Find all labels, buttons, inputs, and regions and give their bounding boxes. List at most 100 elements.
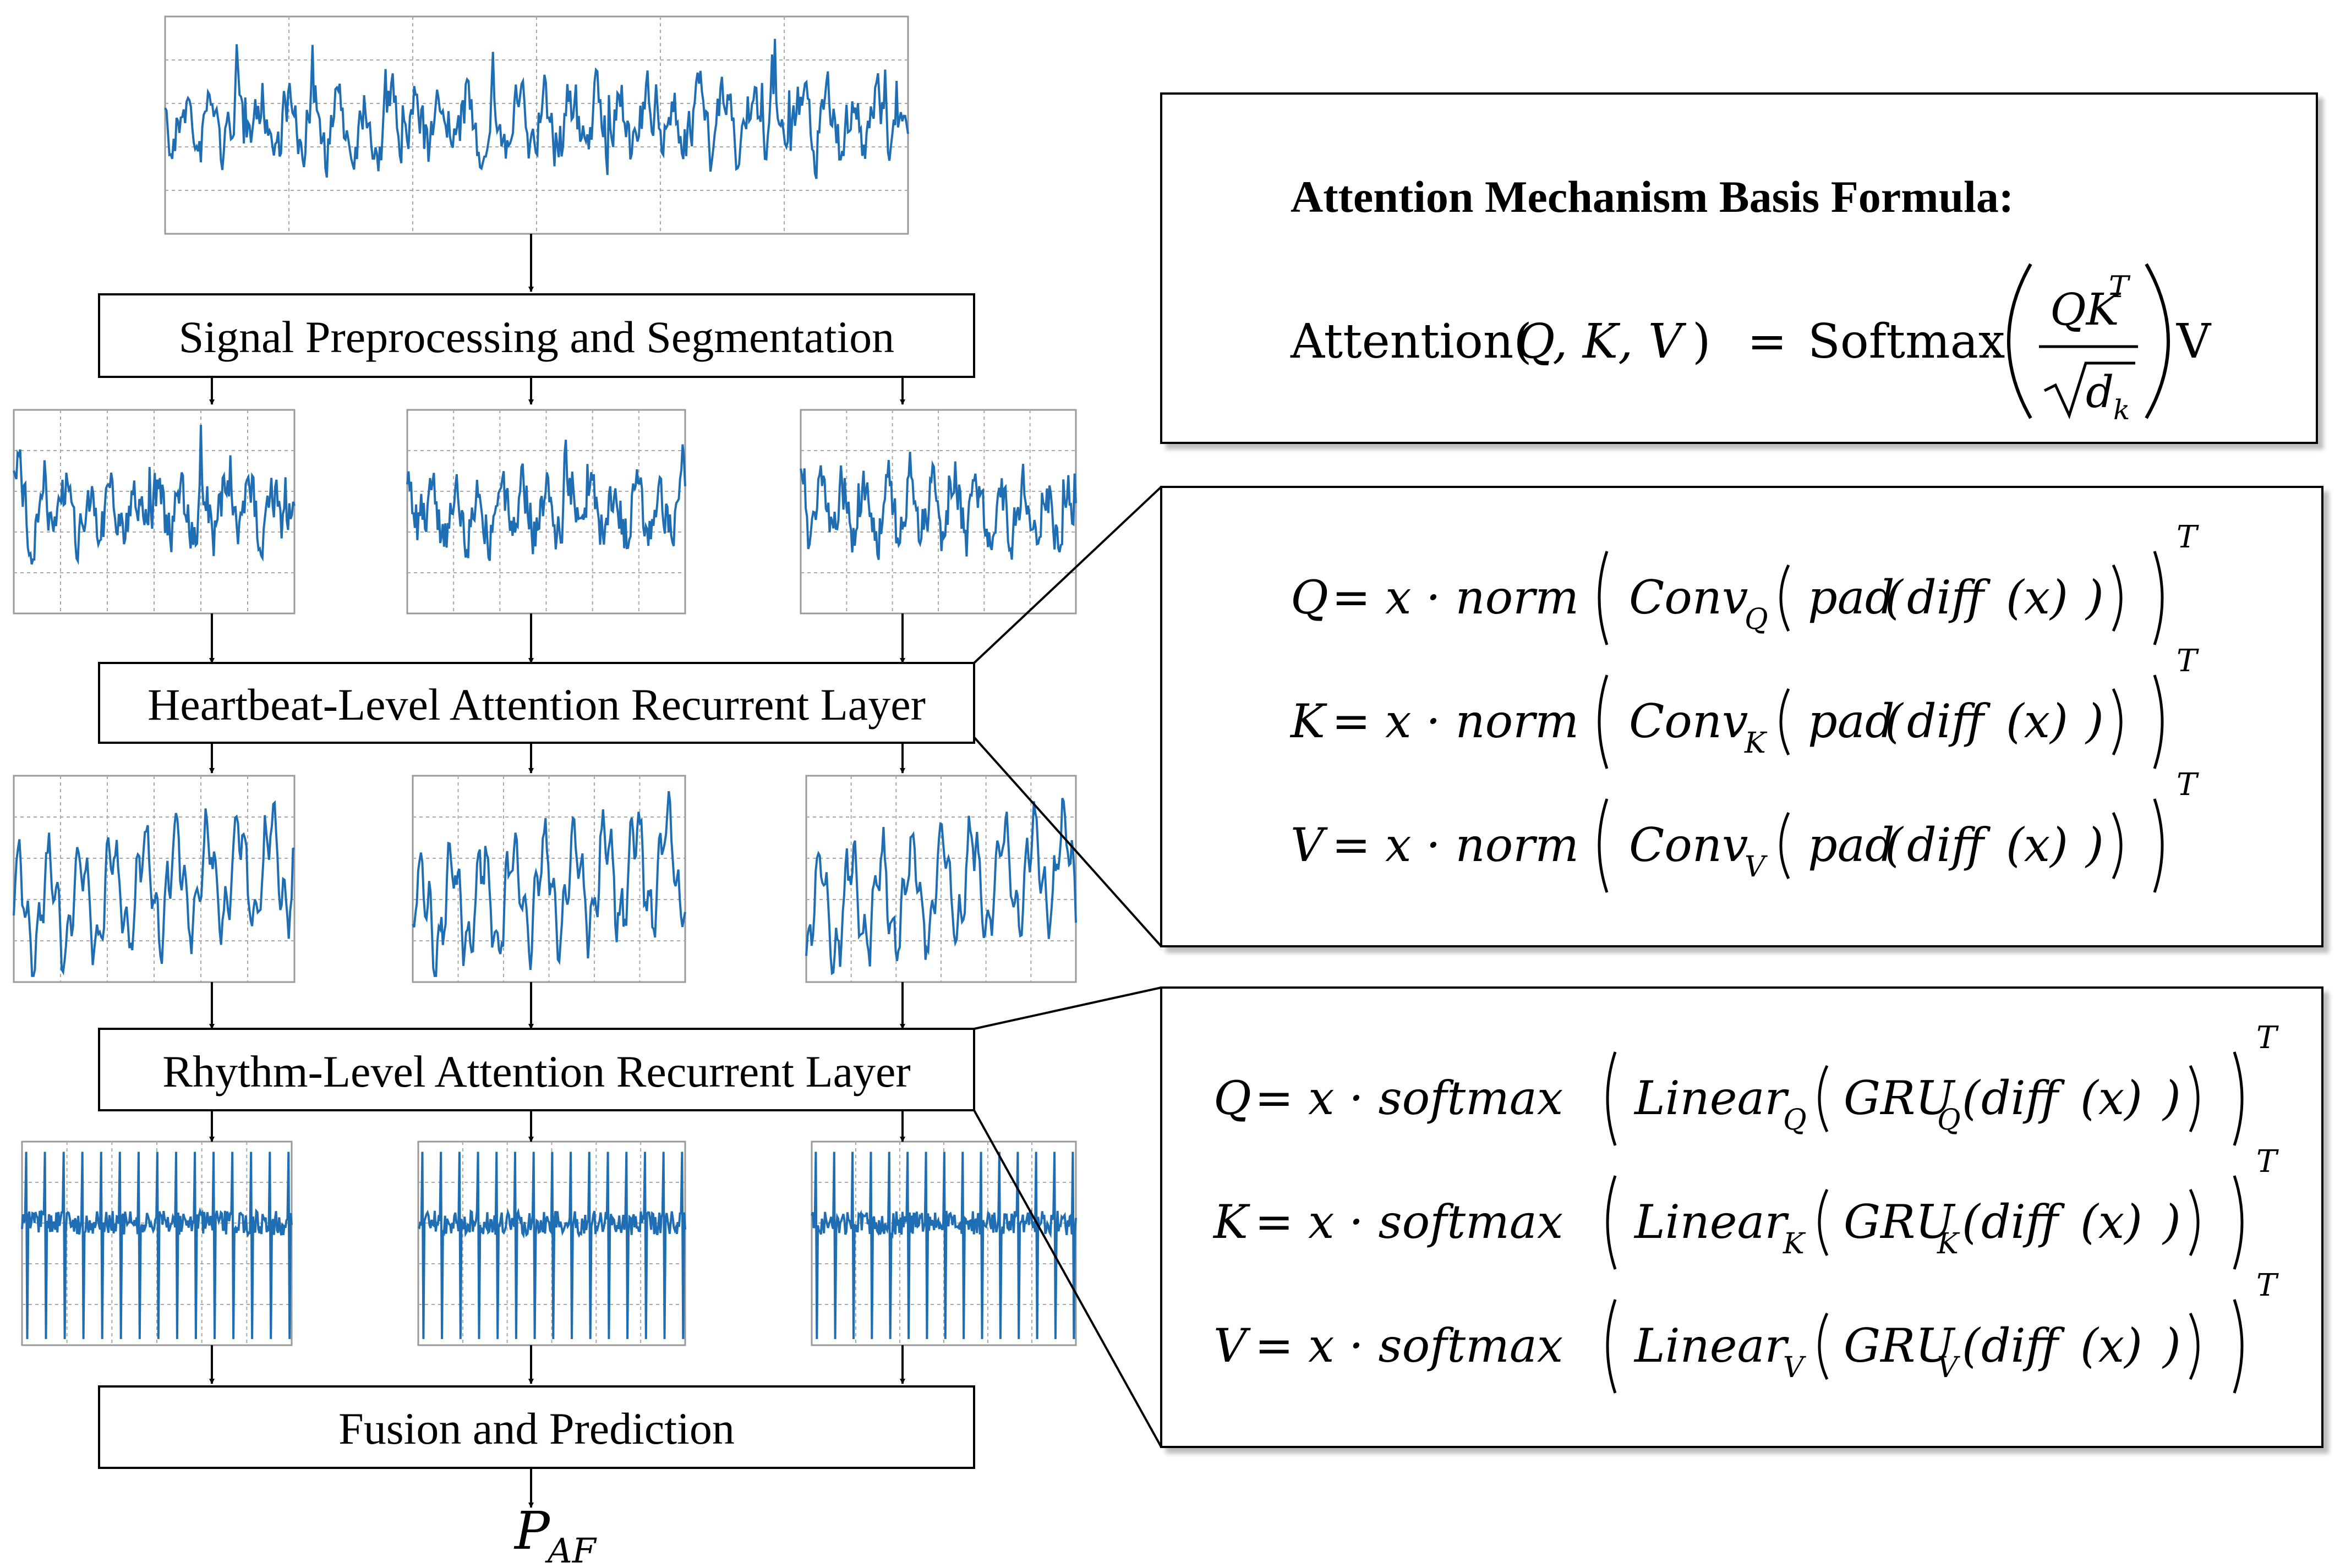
formula-conv: Conv	[1629, 694, 1748, 748]
formula-sup-t: T	[2177, 767, 2199, 803]
rhythm-plot-3	[811, 1141, 1077, 1346]
heartbeat-plot-1	[13, 775, 296, 983]
attention-eq: =	[1747, 314, 1787, 369]
formula-gru-sub: V	[1937, 1351, 1960, 1384]
attention-args: Q, K, V	[1516, 314, 1687, 369]
stage-box-fusion: Fusion and Prediction	[98, 1385, 975, 1469]
rhythm-formula-box	[1160, 986, 2323, 1448]
formula-linear-sub: K	[1783, 1227, 1806, 1260]
formula-sup-t: T	[2256, 1144, 2279, 1180]
stage-box-heartbeat: Heartbeat-Level Attention Recurrent Laye…	[98, 662, 975, 744]
ecg-plot-panels	[13, 15, 1077, 1346]
attention-lhs: Attention(	[1290, 314, 1532, 369]
paren-open-outer	[1606, 1175, 1617, 1270]
paren-close-outer	[2153, 675, 2164, 769]
callout-lines	[973, 486, 1162, 1448]
formula-paren-close: )	[2085, 818, 2104, 872]
formula-diff: diff	[1907, 694, 1991, 748]
formula-lhs: K	[1289, 694, 1327, 748]
formula-arg: (x)	[2006, 571, 2068, 624]
formula-paren: (	[1885, 571, 1904, 624]
paren-open-pad	[1779, 812, 1790, 880]
paren-close-outer	[2233, 1175, 2244, 1270]
attention-denominator: d	[2086, 366, 2114, 418]
paren-close-outer	[2153, 798, 2164, 893]
formula-linear: Linear	[1633, 1319, 1790, 1373]
output-pae: P AF	[513, 1501, 597, 1568]
formula-eq-softmax: = x · softmax	[1255, 1071, 1563, 1125]
segment-plot-1	[13, 409, 296, 615]
stage-box-preprocess: Signal Preprocessing and Segmentation	[98, 293, 975, 378]
paren-close-gru	[2189, 1312, 2200, 1380]
paren-close-outer	[2233, 1051, 2244, 1146]
ecg-trace	[13, 425, 296, 566]
callout-heartbeat-top	[973, 486, 1162, 664]
paren-close-outer	[2233, 1299, 2244, 1394]
formula-arg: (x)	[2006, 818, 2068, 872]
formula-diff: diff	[1907, 571, 1991, 624]
attention-title: Attention Mechanism Basis Formula:	[1291, 172, 2014, 222]
attention-sqrt	[2043, 361, 2135, 419]
attention-big-lparen	[2007, 263, 2032, 419]
paren-close-gru	[2189, 1188, 2200, 1257]
formula-lhs: V	[1291, 818, 1328, 872]
paren-open-outer	[1598, 798, 1609, 893]
formula-pad: pad	[1808, 571, 1895, 624]
formula-linear-sub: Q	[1783, 1104, 1807, 1137]
formula-sup-t: T	[2256, 1020, 2279, 1056]
formula-paren-close: )	[2085, 694, 2104, 748]
formula-eq-norm: = x · norm	[1332, 571, 1579, 624]
formula-sup-t: T	[2177, 643, 2199, 679]
formula-arg: (x)	[2080, 1071, 2142, 1125]
formula-gru: GRU	[1844, 1319, 1956, 1373]
rhythm-plot-1	[21, 1141, 293, 1346]
attention-big-rparen	[2145, 263, 2170, 419]
stage-label-rhythm: Rhythm-Level Attention Recurrent Layer	[162, 1046, 910, 1096]
formula-diff: diff	[1907, 818, 1991, 872]
formula-diff: diff	[1981, 1195, 2065, 1249]
formula-paren-close: )	[2162, 1319, 2181, 1373]
paren-close-pad	[2112, 564, 2123, 632]
formula-paren: (	[1962, 1195, 1981, 1249]
attention-numerator-sup: T	[2109, 270, 2131, 304]
formula-paren: (	[1885, 818, 1904, 872]
formula-diff: diff	[1981, 1071, 2065, 1125]
segment-plot-2	[406, 409, 686, 615]
formula-eq-norm: = x · norm	[1332, 818, 1579, 872]
formula-diff: diff	[1981, 1319, 2065, 1373]
formula-conv-sub: Q	[1745, 603, 1768, 636]
attention-func: Softmax	[1808, 314, 2005, 369]
paren-open-gru	[1818, 1188, 1829, 1257]
input-ecg-plot	[164, 15, 909, 235]
formula-conv: Conv	[1629, 818, 1748, 872]
formula-lhs: Q	[1291, 571, 1328, 624]
flow-arrows	[209, 234, 905, 1508]
heartbeat-formula-box	[1160, 486, 2323, 947]
formula-conv-sub: V	[1745, 851, 1768, 884]
formula-linear: Linear	[1633, 1195, 1790, 1249]
attention-numerator: QK	[2050, 284, 2122, 335]
paren-open-gru	[1818, 1065, 1829, 1133]
formula-lhs: K	[1212, 1195, 1250, 1249]
ecg-trace	[13, 800, 295, 977]
output-subscript: AF	[545, 1531, 597, 1568]
paren-close-pad	[2112, 812, 2123, 880]
formula-gru: GRU	[1844, 1195, 1956, 1249]
callout-heartbeat-bottom	[973, 736, 1162, 947]
paren-open-outer	[1606, 1299, 1617, 1394]
ecg-trace	[805, 798, 1077, 975]
paren-open-outer	[1598, 551, 1609, 645]
formula-lhs: V	[1213, 1319, 1251, 1373]
formula-sup-t: T	[2256, 1268, 2279, 1303]
formula-eq-norm: = x · norm	[1332, 694, 1579, 748]
segment-plot-3	[800, 409, 1077, 615]
ecg-trace	[417, 1152, 686, 1339]
output-symbol: P	[513, 1501, 551, 1561]
formula-lhs: Q	[1213, 1071, 1251, 1125]
